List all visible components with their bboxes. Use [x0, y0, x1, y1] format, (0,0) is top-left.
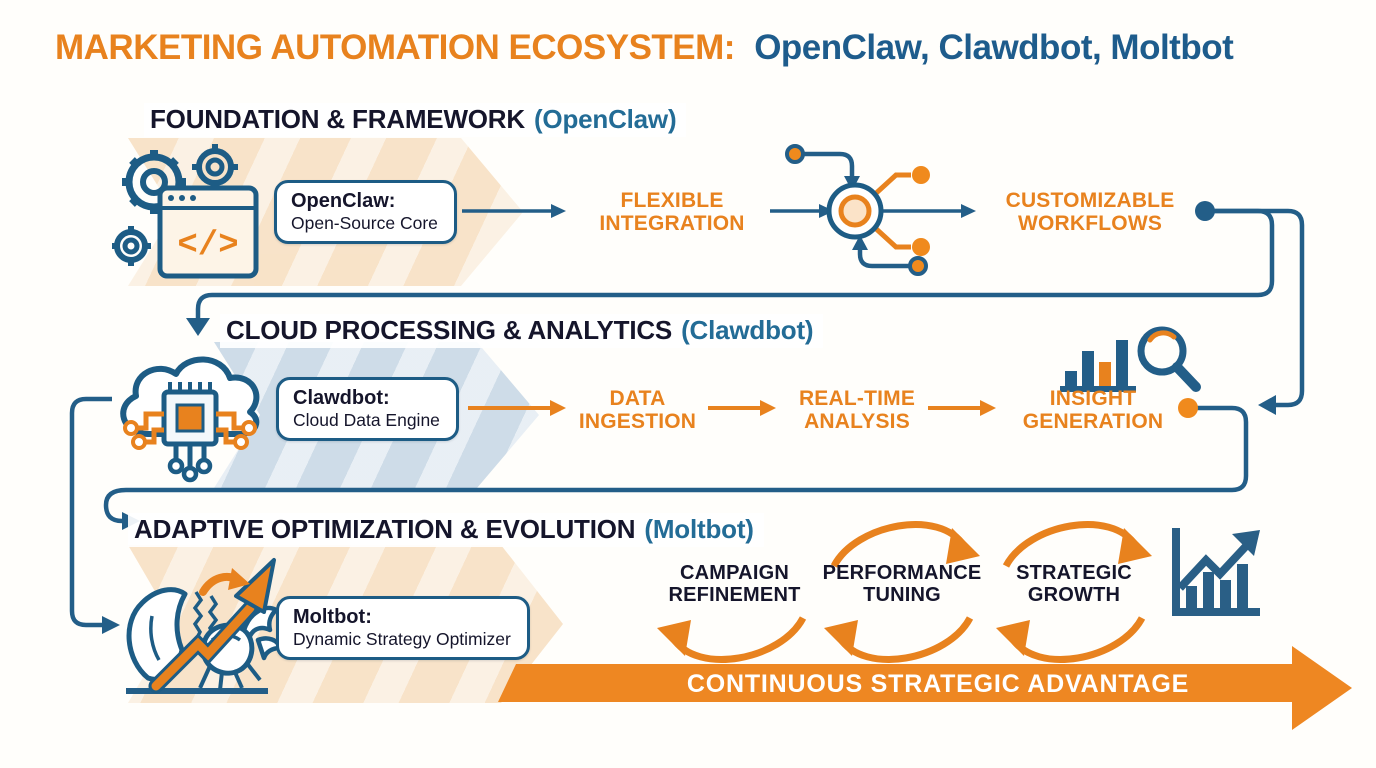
clawdbot-box-title: Clawdbot: — [293, 387, 390, 409]
step-data-ingestion: DATA INGESTION — [578, 387, 697, 434]
cloud-chip-icon — [120, 356, 260, 483]
cloud-product-label: (Clawdbot) — [681, 315, 814, 345]
clawdbot-box-subtitle: Cloud Data Engine — [293, 410, 440, 430]
step-flexible-integration: FLEXIBLE INTEGRATION — [599, 189, 745, 236]
openclaw-box: OpenClaw: Open-Source Core — [274, 180, 457, 245]
adaptive-heading-text: ADAPTIVE OPTIMIZATION & EVOLUTION — [134, 514, 636, 544]
cycle-performance-tuning: PERFORMANCE TUNING — [822, 562, 982, 607]
clawdbot-box: Clawdbot: Cloud Data Engine — [276, 377, 459, 442]
openclaw-box-title: OpenClaw: — [291, 190, 396, 212]
adaptive-product-label: (Moltbot) — [644, 514, 754, 544]
foundation-product-label: (OpenClaw) — [533, 104, 677, 134]
bar-chart-magnifier-icon — [1060, 326, 1201, 392]
page-title-main: MARKETING AUTOMATION ECOSYSTEM: — [55, 28, 735, 67]
step-real-time-analysis: REAL-TIME ANALYSIS — [798, 387, 916, 434]
moltbot-box-title: Moltbot: — [293, 606, 372, 628]
banner-label: CONTINUOUS STRATEGIC ADVANTAGE — [686, 670, 1190, 698]
cycle-campaign-refinement: CAMPAIGN REFINEMENT — [668, 562, 801, 607]
moltbot-box: Moltbot: Dynamic Strategy Optimizer — [276, 596, 530, 661]
step-insight-generation: INSIGHT GENERATION — [1022, 387, 1164, 434]
page-title: MARKETING AUTOMATION ECOSYSTEM: OpenClaw… — [55, 28, 1345, 68]
molting-crab-growth-arrow-icon — [126, 558, 283, 694]
adaptive-section-heading: ADAPTIVE OPTIMIZATION & EVOLUTION (Moltbo… — [128, 513, 764, 547]
cloud-heading-text: CLOUD PROCESSING & ANALYTICS — [226, 315, 673, 345]
growth-chart-arrow-icon — [1172, 528, 1260, 616]
cloud-section-heading: CLOUD PROCESSING & ANALYTICS (Clawdbot) — [220, 314, 824, 348]
foundation-heading-text: FOUNDATION & FRAMEWORK — [150, 104, 525, 134]
cycle-strategic-growth: STRATEGIC GROWTH — [1016, 562, 1132, 607]
step-customizable-workflows: CUSTOMIZABLE WORKFLOWS — [1005, 189, 1175, 236]
banner-arrow — [498, 646, 1352, 730]
foundation-section-heading: FOUNDATION & FRAMEWORK (OpenClaw) — [144, 103, 687, 137]
gears-code-window-icon: </> — [112, 144, 259, 279]
network-hub-icon — [785, 144, 930, 276]
moltbot-box-subtitle: Dynamic Strategy Optimizer — [293, 629, 511, 649]
svg-text:</>: </> — [177, 227, 238, 265]
openclaw-box-subtitle: Open-Source Core — [291, 213, 438, 233]
cloud-chevron-background — [214, 342, 539, 488]
page-title-products: OpenClaw, Clawdbot, Moltbot — [754, 28, 1234, 67]
